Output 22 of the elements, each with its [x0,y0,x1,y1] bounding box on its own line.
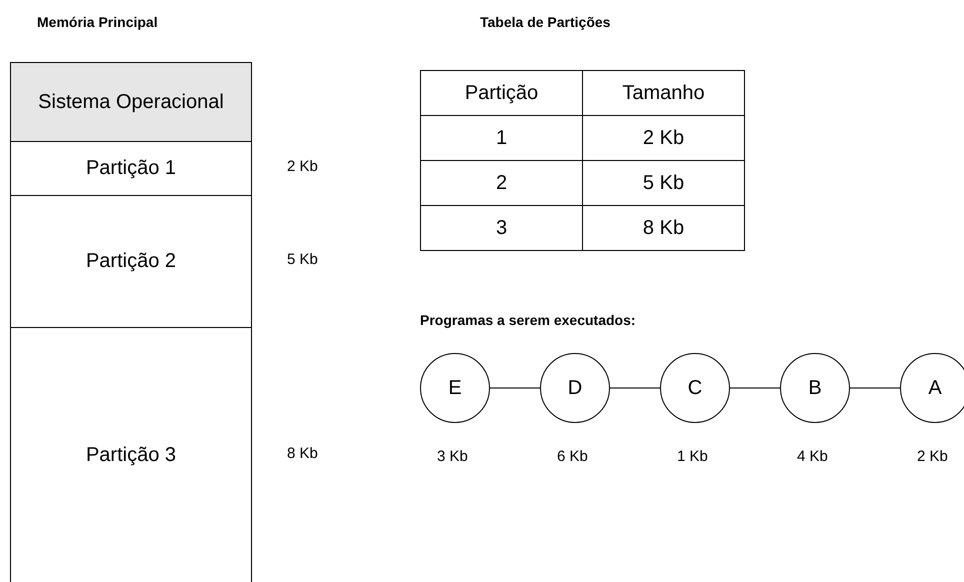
program-circle: A [900,353,964,423]
memory-column [10,62,252,582]
size-label: 1 Kb [677,448,708,465]
size-label: 2 Kb [287,158,318,175]
size-label: 6 Kb [557,448,588,465]
table-cell: 3 [420,205,583,251]
size-label: 3 Kb [437,448,468,465]
size-label: 2 Kb [917,448,948,465]
table-cell: Partição [420,70,583,116]
heading: Tabela de Partições [480,14,610,30]
memory-band: Sistema Operacional [11,63,251,141]
table-cell: Tamanho [582,70,745,116]
program-circle: D [540,353,610,423]
size-label: 5 Kb [287,251,318,268]
program-circle: C [660,353,730,423]
size-label: 4 Kb [797,448,828,465]
heading: Memória Principal [37,14,158,30]
table-cell: 8 Kb [582,205,745,251]
program-circle: E [420,353,490,423]
heading: Programas a serem executados: [420,312,636,328]
program-circle: B [780,353,850,423]
size-label: 8 Kb [287,445,318,462]
